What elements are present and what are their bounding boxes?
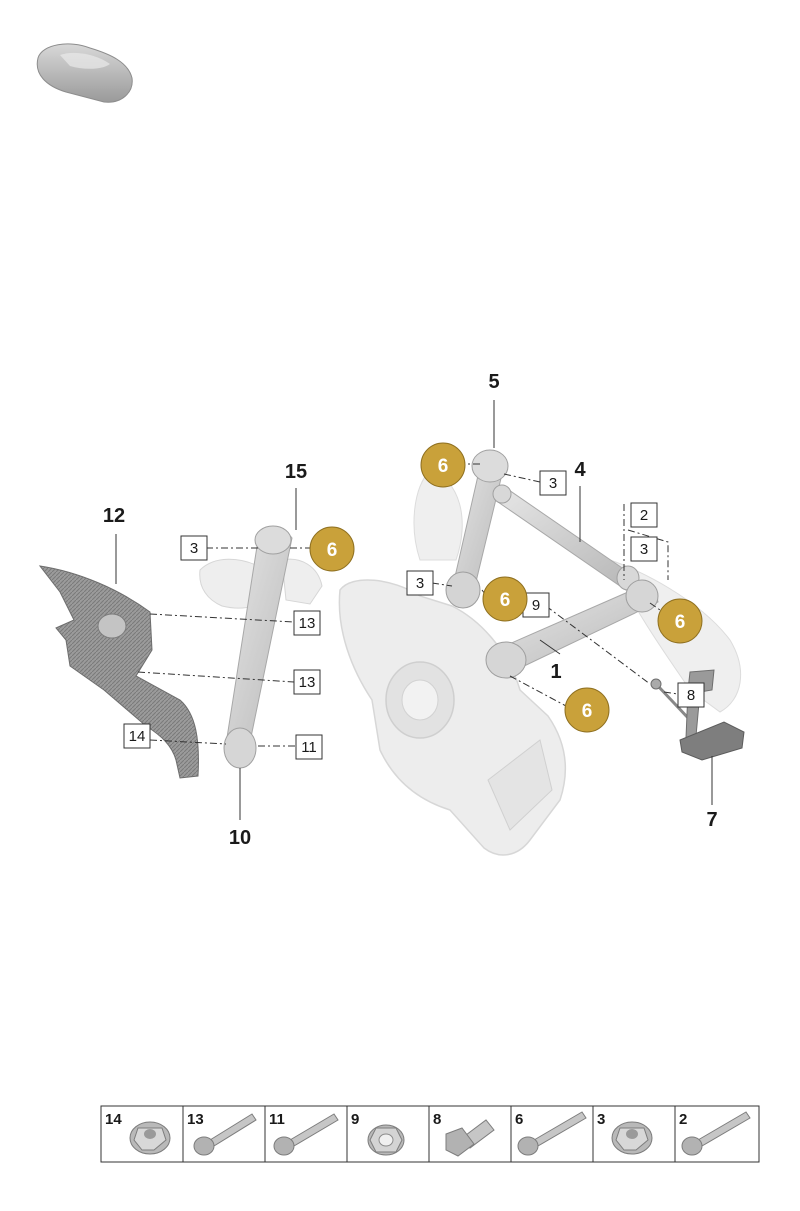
svg-text:14: 14: [105, 1111, 122, 1128]
svg-text:9: 9: [351, 1111, 359, 1128]
svg-text:8: 8: [433, 1111, 441, 1128]
circle-callout-6-bottom: 6: [564, 687, 610, 733]
svg-text:6: 6: [582, 701, 593, 722]
upper-control-arm-part: [445, 449, 509, 609]
callout-5: 5: [488, 371, 499, 393]
box-callout-13-lower: 13: [293, 669, 321, 695]
svg-text:3: 3: [549, 475, 557, 492]
svg-text:3: 3: [597, 1111, 605, 1128]
circle-callout-6-middle: 6: [482, 576, 528, 622]
boxed-callouts: 3 2 3 3 3 9 13 13: [123, 470, 705, 760]
leader-lines: [115, 400, 713, 820]
circle-callout-6-left: 6: [309, 526, 355, 572]
trailing-link-part: [223, 525, 293, 769]
legend-item-9: 9: [351, 1111, 405, 1156]
flange-nut-icon: [129, 1121, 171, 1155]
svg-text:11: 11: [301, 739, 317, 756]
box-callout-8: 8: [677, 682, 705, 708]
box-callout-14: 14: [123, 723, 151, 749]
bolt-icon: [517, 1111, 587, 1156]
upper-link-part: [492, 484, 640, 591]
hex-nut-icon: [367, 1124, 405, 1156]
legend-item-13: 13: [187, 1111, 257, 1156]
callout-4: 4: [574, 459, 586, 481]
bolt-icon: [193, 1113, 257, 1156]
svg-text:14: 14: [129, 728, 146, 745]
svg-text:8: 8: [687, 687, 695, 704]
box-callout-3-right: 3: [630, 536, 658, 562]
svg-text:2: 2: [679, 1111, 687, 1128]
legend-item-3: 3: [597, 1111, 653, 1155]
legend-item-2: 2: [679, 1111, 751, 1156]
lower-control-arm-part: [485, 579, 659, 679]
svg-text:6: 6: [500, 590, 511, 611]
box-callout-9: 9: [522, 592, 550, 618]
box-callout-3-left: 3: [180, 535, 208, 561]
svg-text:13: 13: [187, 1111, 204, 1128]
legend-item-14: 14: [105, 1111, 171, 1155]
circle-callout-6-top: 6: [420, 442, 466, 488]
flange-nut-icon: [611, 1121, 653, 1155]
callout-10: 10: [229, 827, 251, 849]
svg-text:6: 6: [327, 540, 338, 561]
fastener-legend: 14 13 11 9: [100, 1105, 760, 1163]
svg-text:2: 2: [640, 507, 648, 524]
legend-item-11: 11: [269, 1111, 339, 1156]
callout-15: 15: [285, 461, 307, 483]
svg-text:6: 6: [675, 612, 686, 633]
legend-item-8: 8: [433, 1111, 495, 1157]
svg-text:3: 3: [190, 540, 198, 557]
svg-text:6: 6: [438, 456, 449, 477]
circle-callouts: 6 6 6 6 6: [309, 442, 703, 733]
box-callout-3-middle: 3: [406, 570, 434, 596]
svg-text:9: 9: [532, 597, 540, 614]
svg-text:11: 11: [269, 1111, 285, 1128]
svg-text:13: 13: [299, 674, 316, 691]
circle-callout-6-right: 6: [657, 598, 703, 644]
callout-7: 7: [706, 809, 717, 831]
callout-1: 1: [550, 661, 561, 683]
bolt-icon: [273, 1113, 339, 1156]
guard-plate-part: [38, 565, 199, 779]
svg-text:3: 3: [416, 575, 424, 592]
short-bolt-icon: [445, 1119, 495, 1157]
svg-text:6: 6: [515, 1111, 523, 1128]
bold-callouts: 5 4 15 12 1 7 10: [103, 371, 718, 849]
bolt-icon: [681, 1111, 751, 1156]
legend-item-6: 6: [515, 1111, 587, 1156]
box-callout-11: 11: [295, 734, 323, 760]
box-callout-2: 2: [630, 502, 658, 528]
box-callout-3-upper: 3: [539, 470, 567, 496]
vehicle-thumbnail-icon: [36, 43, 133, 103]
callout-12: 12: [103, 505, 125, 527]
box-callout-13-upper: 13: [293, 610, 321, 636]
svg-text:13: 13: [299, 615, 316, 632]
svg-text:3: 3: [640, 541, 648, 558]
